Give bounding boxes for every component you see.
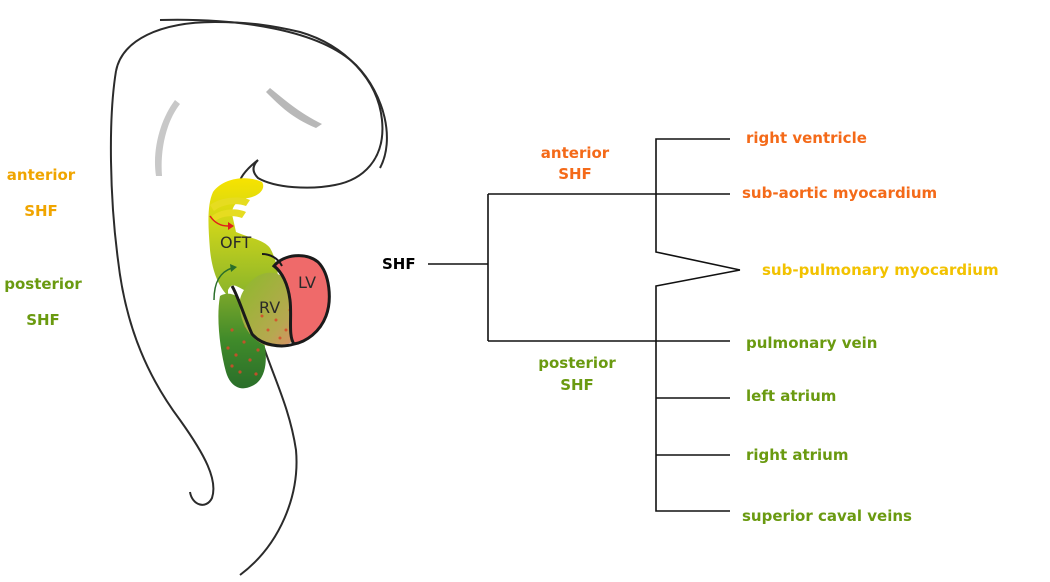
posterior-subtree [656, 270, 740, 511]
tree-anterior-shf: SHF [530, 167, 620, 182]
tree-posterior-label: posterior [528, 356, 626, 371]
leaf-pulmonary-vein: pulmonary vein [746, 336, 877, 351]
leaf-right-atrium: right atrium [746, 448, 849, 463]
leaf-superior-caval-veins: superior caval veins [742, 509, 912, 524]
leaf-left-atrium: left atrium [746, 389, 836, 404]
tree-anterior-label: anterior [530, 146, 620, 161]
root-shf-label: SHF [382, 257, 416, 272]
anterior-subtree [656, 139, 740, 270]
leaf-sub-pulmonary-myocardium: sub-pulmonary myocardium [762, 263, 999, 278]
tree-posterior-shf: SHF [528, 378, 626, 393]
leaf-right-ventricle: right ventricle [746, 131, 867, 146]
leaf-sub-aortic-myocardium: sub-aortic myocardium [742, 186, 937, 201]
